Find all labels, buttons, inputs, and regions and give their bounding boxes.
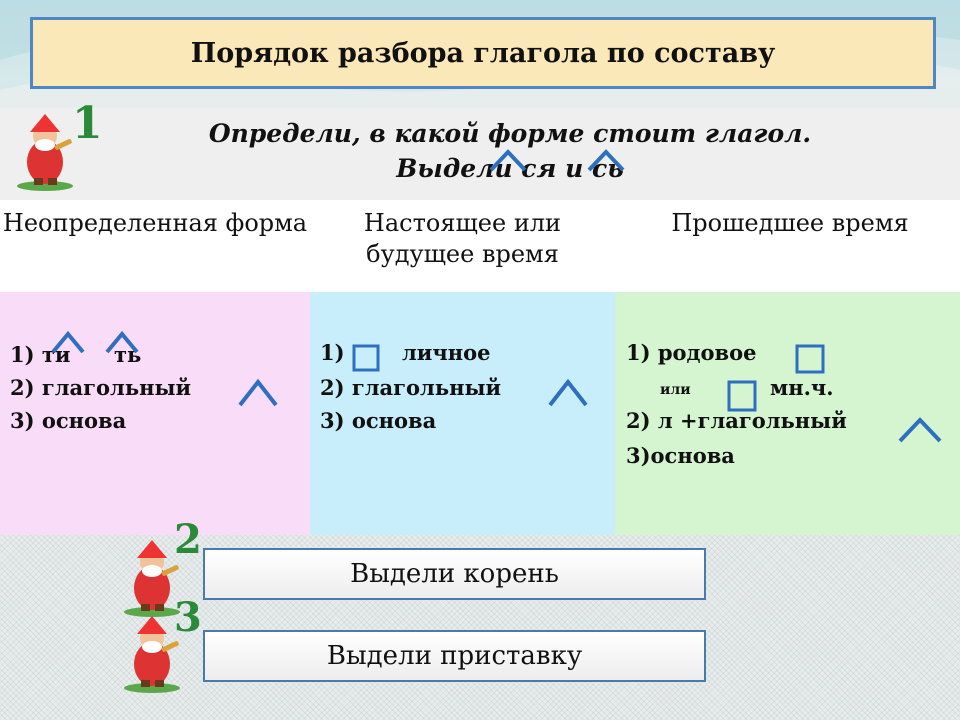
ending-box-icon [795,344,825,374]
column-header-infinitive: Неопределенная форма [2,209,308,237]
step1-line1: Определи, в какой форме стоит глагол. [208,119,812,148]
suffix-sya: ся [521,154,557,183]
present-item3: 3) основа [320,408,437,433]
past-plural: мн.ч. [770,375,834,400]
gnome-icon [124,540,180,617]
step1-number: 1 [72,98,103,149]
step3-button-label: Выдели приставку [326,641,583,671]
ending-box-icon [727,380,757,412]
suffix-mark-icon [51,330,85,354]
page-title: Порядок разбора глагола по составу [30,17,936,89]
column-past [615,292,960,535]
column-header-past: Прошедшее время [671,209,909,237]
infinitive-item1b: ть [114,342,142,367]
suffix-mark-icon [105,330,139,354]
gnome-icon [124,616,180,693]
infinitive-item3: 3) основа [10,408,127,433]
past-item1: 1) родовое [626,340,757,365]
suffix-mark-icon [489,149,527,172]
step3-button[interactable]: Выдели приставку [203,630,706,682]
title-text: Порядок разбора глагола по составу [190,37,776,69]
step2-number: 2 [174,516,202,563]
column-present-future [310,292,615,535]
past-or-word: или [660,382,691,398]
past-item3: 3)основа [626,443,735,468]
step1-band [0,108,960,200]
suffix-mark-icon [898,417,942,443]
present-item1a: 1) [320,340,345,365]
suffix-mark-icon [587,149,625,172]
step2-button-label: Выдели корень [350,559,559,589]
column-infinitive [0,292,310,535]
suffix-mark-icon [548,378,588,407]
suffix-mark-icon [238,378,278,407]
step3-number: 3 [174,594,202,641]
column-header-present-future: Настоящее или будущее время [363,209,562,268]
ending-box-icon [352,344,380,372]
present-item2: 2) глагольный [320,375,502,400]
column-header-row [0,200,960,292]
infinitive-item2: 2) глагольный [10,375,192,400]
gnome-icon [17,114,73,191]
step2-button[interactable]: Выдели корень [203,548,706,600]
present-item1b: личное [402,340,491,365]
past-item2: 2) л +глагольный [626,408,847,433]
